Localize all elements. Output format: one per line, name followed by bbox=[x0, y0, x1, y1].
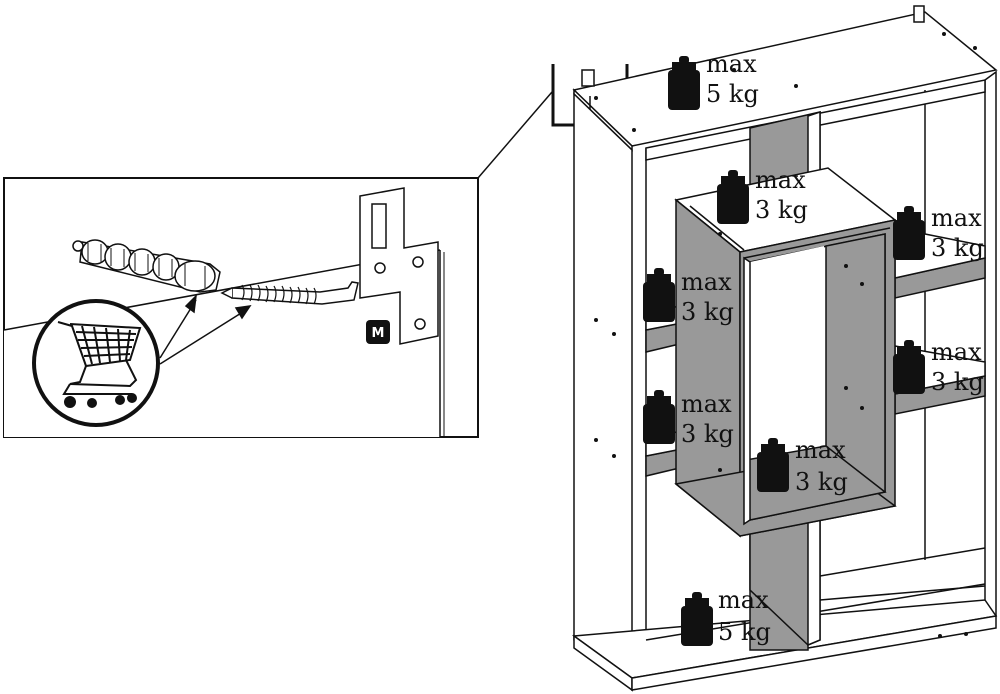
weight-icon bbox=[893, 206, 925, 260]
shopping-cart-icon bbox=[57, 321, 142, 395]
pointer-arrows bbox=[159, 293, 252, 365]
shelf-unit bbox=[571, 11, 998, 692]
weight-label-max: max bbox=[755, 166, 806, 194]
detail-inset: M bbox=[3, 177, 479, 438]
weight-limit-center-top: max 3 kg bbox=[717, 166, 808, 224]
weight-icon bbox=[757, 438, 789, 492]
hanging-bracket-icon bbox=[359, 187, 439, 345]
weight-icon bbox=[893, 340, 925, 394]
weight-label-value: 3 kg bbox=[795, 468, 848, 496]
weight-label-max: max bbox=[718, 586, 769, 614]
pre-drilled-holes bbox=[594, 32, 977, 638]
weight-label-value: 5 kg bbox=[706, 80, 759, 108]
weight-label-max: max bbox=[795, 436, 846, 464]
weight-icon bbox=[643, 268, 675, 322]
weight-label-value: 3 kg bbox=[755, 196, 808, 224]
hardware-badge: M bbox=[366, 320, 390, 344]
weight-label-max: max bbox=[931, 338, 982, 366]
weight-label-value: 3 kg bbox=[931, 368, 984, 396]
weight-label-max: max bbox=[681, 268, 732, 296]
weight-label-value: 3 kg bbox=[681, 420, 734, 448]
weight-label-value: 3 kg bbox=[681, 298, 734, 326]
weight-icon bbox=[643, 390, 675, 444]
screw-icon bbox=[220, 281, 359, 305]
wall-plug-icon bbox=[72, 239, 221, 293]
svg-text:M: M bbox=[372, 326, 385, 341]
weight-label-value: 3 kg bbox=[931, 234, 984, 262]
weight-limit-left-upper: max 3 kg bbox=[643, 268, 734, 326]
weight-limit-left-lower: max 3 kg bbox=[643, 390, 734, 448]
weight-limit-top: max 5 kg bbox=[668, 50, 759, 110]
weight-icon bbox=[668, 56, 700, 110]
weight-limit-bottom: max 5 kg bbox=[681, 586, 771, 646]
weight-limit-center-bottom: max 3 kg bbox=[757, 436, 848, 496]
hanging-bracket-tabs bbox=[581, 5, 925, 87]
weight-icon bbox=[681, 592, 713, 646]
weight-label-max: max bbox=[681, 390, 732, 418]
cart-symbol bbox=[32, 299, 160, 427]
weight-label-value: 5 kg bbox=[718, 618, 771, 646]
weight-label-max: max bbox=[931, 204, 982, 232]
weight-icon bbox=[717, 170, 749, 224]
weight-limit-right-upper: max 3 kg bbox=[893, 204, 984, 262]
weight-limit-right-lower: max 3 kg bbox=[893, 338, 984, 396]
weight-label-max: max bbox=[706, 50, 757, 78]
